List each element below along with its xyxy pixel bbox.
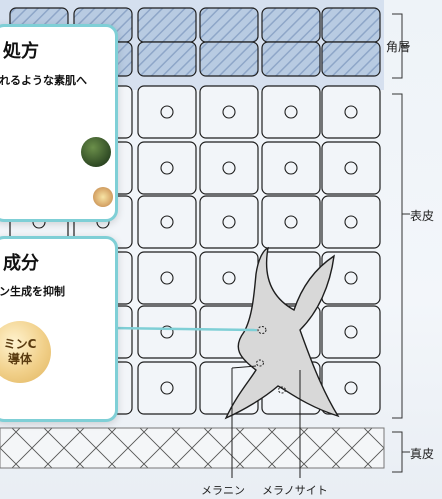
badge-line-1: ミンC bbox=[3, 337, 37, 351]
epidermal-cell bbox=[137, 305, 197, 359]
cell-nucleus bbox=[222, 105, 236, 119]
melanocyte bbox=[224, 246, 340, 420]
callout-formulation-subtitle: れるような素肌へ bbox=[0, 74, 87, 87]
epidermal-cell bbox=[199, 85, 259, 139]
cell-nucleus bbox=[344, 271, 358, 285]
corneocyte-cell bbox=[137, 7, 197, 43]
melanin-label: メラニン bbox=[201, 484, 245, 497]
cell-nucleus bbox=[160, 381, 174, 395]
stratum-corneum-label: 角層 bbox=[386, 40, 411, 54]
melanin-leader-line bbox=[231, 365, 257, 369]
corneocyte-cell bbox=[321, 41, 381, 77]
epidermal-cell bbox=[321, 305, 381, 359]
cell-nucleus bbox=[160, 325, 174, 339]
pointer-line bbox=[109, 326, 258, 332]
callout-ingredient-title: 成分 bbox=[3, 253, 39, 274]
corneocyte-cell bbox=[199, 41, 259, 77]
dermis-band bbox=[0, 427, 385, 469]
cell-nucleus bbox=[344, 161, 358, 175]
epidermal-cell bbox=[137, 195, 197, 249]
epidermal-cell bbox=[261, 85, 321, 139]
cell-nucleus bbox=[160, 161, 174, 175]
cell-nucleus bbox=[284, 215, 298, 229]
epidermal-cell bbox=[261, 195, 321, 249]
epidermal-cell bbox=[137, 251, 197, 305]
epidermal-cell bbox=[199, 251, 259, 305]
callout-formulation: 処方 れるような素肌へ bbox=[0, 24, 118, 222]
cell-nucleus bbox=[344, 215, 358, 229]
cell-nucleus bbox=[344, 381, 358, 395]
cell-nucleus bbox=[344, 105, 358, 119]
cell-nucleus bbox=[284, 105, 298, 119]
cell-nucleus bbox=[160, 105, 174, 119]
epidermal-cell bbox=[137, 141, 197, 195]
cell-nucleus bbox=[344, 325, 358, 339]
melanocyte-label: メラノサイト bbox=[262, 484, 328, 497]
epidermis-label: 表皮 bbox=[410, 209, 435, 223]
dermis-label: 真皮 bbox=[410, 447, 435, 461]
epidermal-cell bbox=[321, 141, 381, 195]
cell-nucleus bbox=[222, 215, 236, 229]
callout-ingredient: 成分 ン生成を抑制 ミンC 導体 bbox=[0, 236, 118, 422]
bracket-epidermis bbox=[392, 93, 410, 419]
vitamin-c-badge: ミンC 導体 bbox=[0, 321, 51, 383]
callout-formulation-title: 処方 bbox=[3, 41, 39, 62]
badge-line-2: 導体 bbox=[7, 352, 32, 366]
epidermal-cell bbox=[261, 141, 321, 195]
bracket-dermis bbox=[392, 431, 410, 473]
cell-nucleus bbox=[160, 271, 174, 285]
epidermal-cell bbox=[199, 141, 259, 195]
epidermal-cell bbox=[321, 195, 381, 249]
cell-nucleus bbox=[284, 161, 298, 175]
corneocyte-cell bbox=[321, 7, 381, 43]
corneocyte-cell bbox=[199, 7, 259, 43]
corneocyte-cell bbox=[137, 41, 197, 77]
melanin-granule bbox=[257, 326, 267, 334]
corneocyte-cell bbox=[261, 41, 321, 77]
flower-icon bbox=[93, 187, 113, 207]
epidermal-cell bbox=[321, 85, 381, 139]
callout-ingredient-subtitle: ン生成を抑制 bbox=[0, 285, 65, 298]
cell-nucleus bbox=[160, 215, 174, 229]
epidermal-cell bbox=[137, 85, 197, 139]
melanin-granule bbox=[278, 386, 286, 394]
cell-nucleus bbox=[222, 161, 236, 175]
herb-circle-icon bbox=[81, 137, 111, 167]
cell-nucleus bbox=[222, 271, 236, 285]
epidermal-cell bbox=[137, 361, 197, 415]
corneocyte-cell bbox=[261, 7, 321, 43]
epidermal-cell bbox=[199, 195, 259, 249]
melanin-granule bbox=[256, 359, 264, 367]
bracket-stratum bbox=[392, 13, 410, 79]
